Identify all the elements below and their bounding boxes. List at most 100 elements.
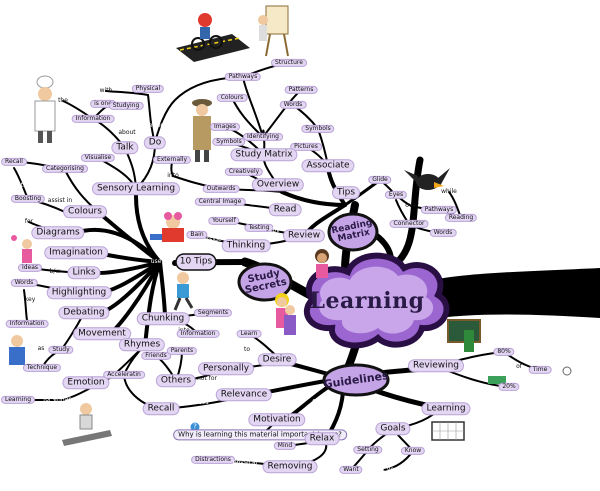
teacher-icon	[9, 335, 25, 365]
node-motivation: Motivation	[248, 413, 306, 427]
node-rhymes: Rhymes	[118, 338, 166, 352]
ten-tips-title: 10 Tips	[179, 256, 213, 267]
node-identifying: Identifying	[243, 132, 283, 142]
node-acceleratin: Acceleratin	[103, 370, 145, 380]
node-colours-top: Colours	[216, 93, 248, 103]
node-distractions: Distractions	[191, 455, 235, 465]
node-learning-b: Learning	[421, 402, 471, 416]
node-information-c: Information	[176, 329, 220, 339]
node-central-image: Central Image	[194, 197, 246, 207]
node-testing: Testing	[244, 223, 274, 233]
node-glide: Glide	[368, 175, 392, 185]
node-for: for	[24, 217, 34, 225]
node-pathways-top: Pathways	[224, 72, 262, 82]
node-words-r: Words	[429, 228, 457, 238]
node-to: to	[243, 345, 251, 353]
node-study-matrix: Study Matrix	[230, 148, 298, 162]
node-words-top: Words	[279, 100, 307, 110]
node-with: with	[99, 86, 113, 94]
node-bw: b/w	[49, 267, 61, 275]
node-what-you: what you	[370, 465, 398, 473]
node-yourself: Yourself	[208, 216, 240, 226]
node-outside: Outside	[198, 235, 222, 243]
node-thinking: Thinking	[221, 239, 271, 253]
node-enhances: enhances	[179, 398, 209, 406]
node-study: Study	[48, 345, 74, 355]
node-tips: Tips	[331, 186, 361, 200]
node-links: Links	[67, 266, 101, 280]
node-to-create: to create	[84, 355, 112, 363]
node-for-enhanced: for enhanced	[43, 395, 83, 403]
node-do: Do	[143, 136, 167, 150]
node-visualise: Visualise	[80, 153, 116, 163]
juggler-icon	[11, 235, 32, 263]
node-information-l: Information	[5, 319, 49, 329]
runner-icon	[173, 272, 194, 311]
node-assist-in: assist in	[47, 196, 73, 204]
node-relevance: Relevance	[215, 388, 273, 402]
node-something: something	[136, 121, 168, 129]
node-personally: Personally	[197, 362, 255, 376]
node-sensory-learning: Sensory Learning	[91, 182, 181, 196]
node-learning-l: Learning	[0, 395, 36, 405]
node-goals: Goals	[375, 422, 411, 436]
center-title: Learning	[309, 288, 425, 314]
node-know: Know	[400, 446, 426, 456]
node-talk: Talk	[111, 141, 139, 155]
node-recall-top: Recall	[1, 157, 27, 167]
treadmill-icon	[62, 403, 112, 446]
node-removing: Removing	[262, 460, 318, 474]
node-key: key	[24, 295, 36, 303]
node-externally: Externally	[152, 155, 192, 165]
study-secrets-disc	[237, 262, 293, 302]
node-setting: Setting	[353, 445, 383, 455]
node-by-b: by	[333, 453, 341, 461]
node-technique: Technique	[22, 363, 62, 373]
node-pct20: 20%	[498, 382, 520, 392]
goal-icon	[431, 421, 465, 441]
guidelines-disc	[322, 363, 390, 397]
bird-icon	[404, 168, 450, 190]
node-overview: Overview	[251, 178, 305, 192]
node-symbols-r: Symbols	[301, 124, 335, 134]
node-eyes: Eyes	[384, 190, 408, 200]
node-over: over	[405, 201, 419, 209]
node-bain: Bain	[186, 230, 208, 240]
node-studying: Studying	[108, 101, 144, 111]
node-from: from	[251, 199, 265, 207]
node-physical-b: physical	[232, 458, 258, 466]
node-reviewing: Reviewing	[407, 359, 465, 373]
node-connector: Connector	[389, 219, 429, 229]
ten-tips-box	[175, 253, 217, 271]
node-segments: Segments	[193, 308, 233, 318]
node-categorising: Categorising	[42, 164, 88, 174]
node-movement: Movement	[73, 327, 131, 341]
girl-icon	[315, 249, 329, 278]
node-reading: Reading	[444, 213, 478, 223]
question-icon: ?	[190, 422, 200, 432]
node-information-top: Information	[71, 114, 115, 124]
node-not-for: not for	[197, 374, 217, 382]
detective-icon	[192, 99, 212, 162]
stopwatch-icon	[562, 366, 572, 376]
thinking-girl-icon	[275, 293, 289, 328]
node-highlighting: Highlighting	[46, 286, 112, 300]
node-symbols-l: Symbols	[212, 137, 246, 147]
node-pct80: 80%	[493, 347, 515, 357]
node-chunking: Chunking	[136, 312, 190, 326]
painter-icon	[258, 5, 289, 57]
node-and-then: and then	[7, 181, 35, 189]
cyclist-icon	[176, 13, 250, 62]
node-emotion: Emotion	[62, 376, 110, 390]
node-review: Review	[282, 229, 326, 243]
node-into: into	[167, 171, 179, 179]
clown-icon	[150, 212, 184, 242]
node-desire: Desire	[257, 353, 297, 367]
node-ideas: Ideas	[17, 263, 43, 273]
node-read: Read	[268, 203, 302, 217]
node-diagrams: Diagrams	[31, 226, 85, 240]
node-mind: Mind	[273, 441, 297, 451]
node-about: about	[118, 128, 136, 136]
